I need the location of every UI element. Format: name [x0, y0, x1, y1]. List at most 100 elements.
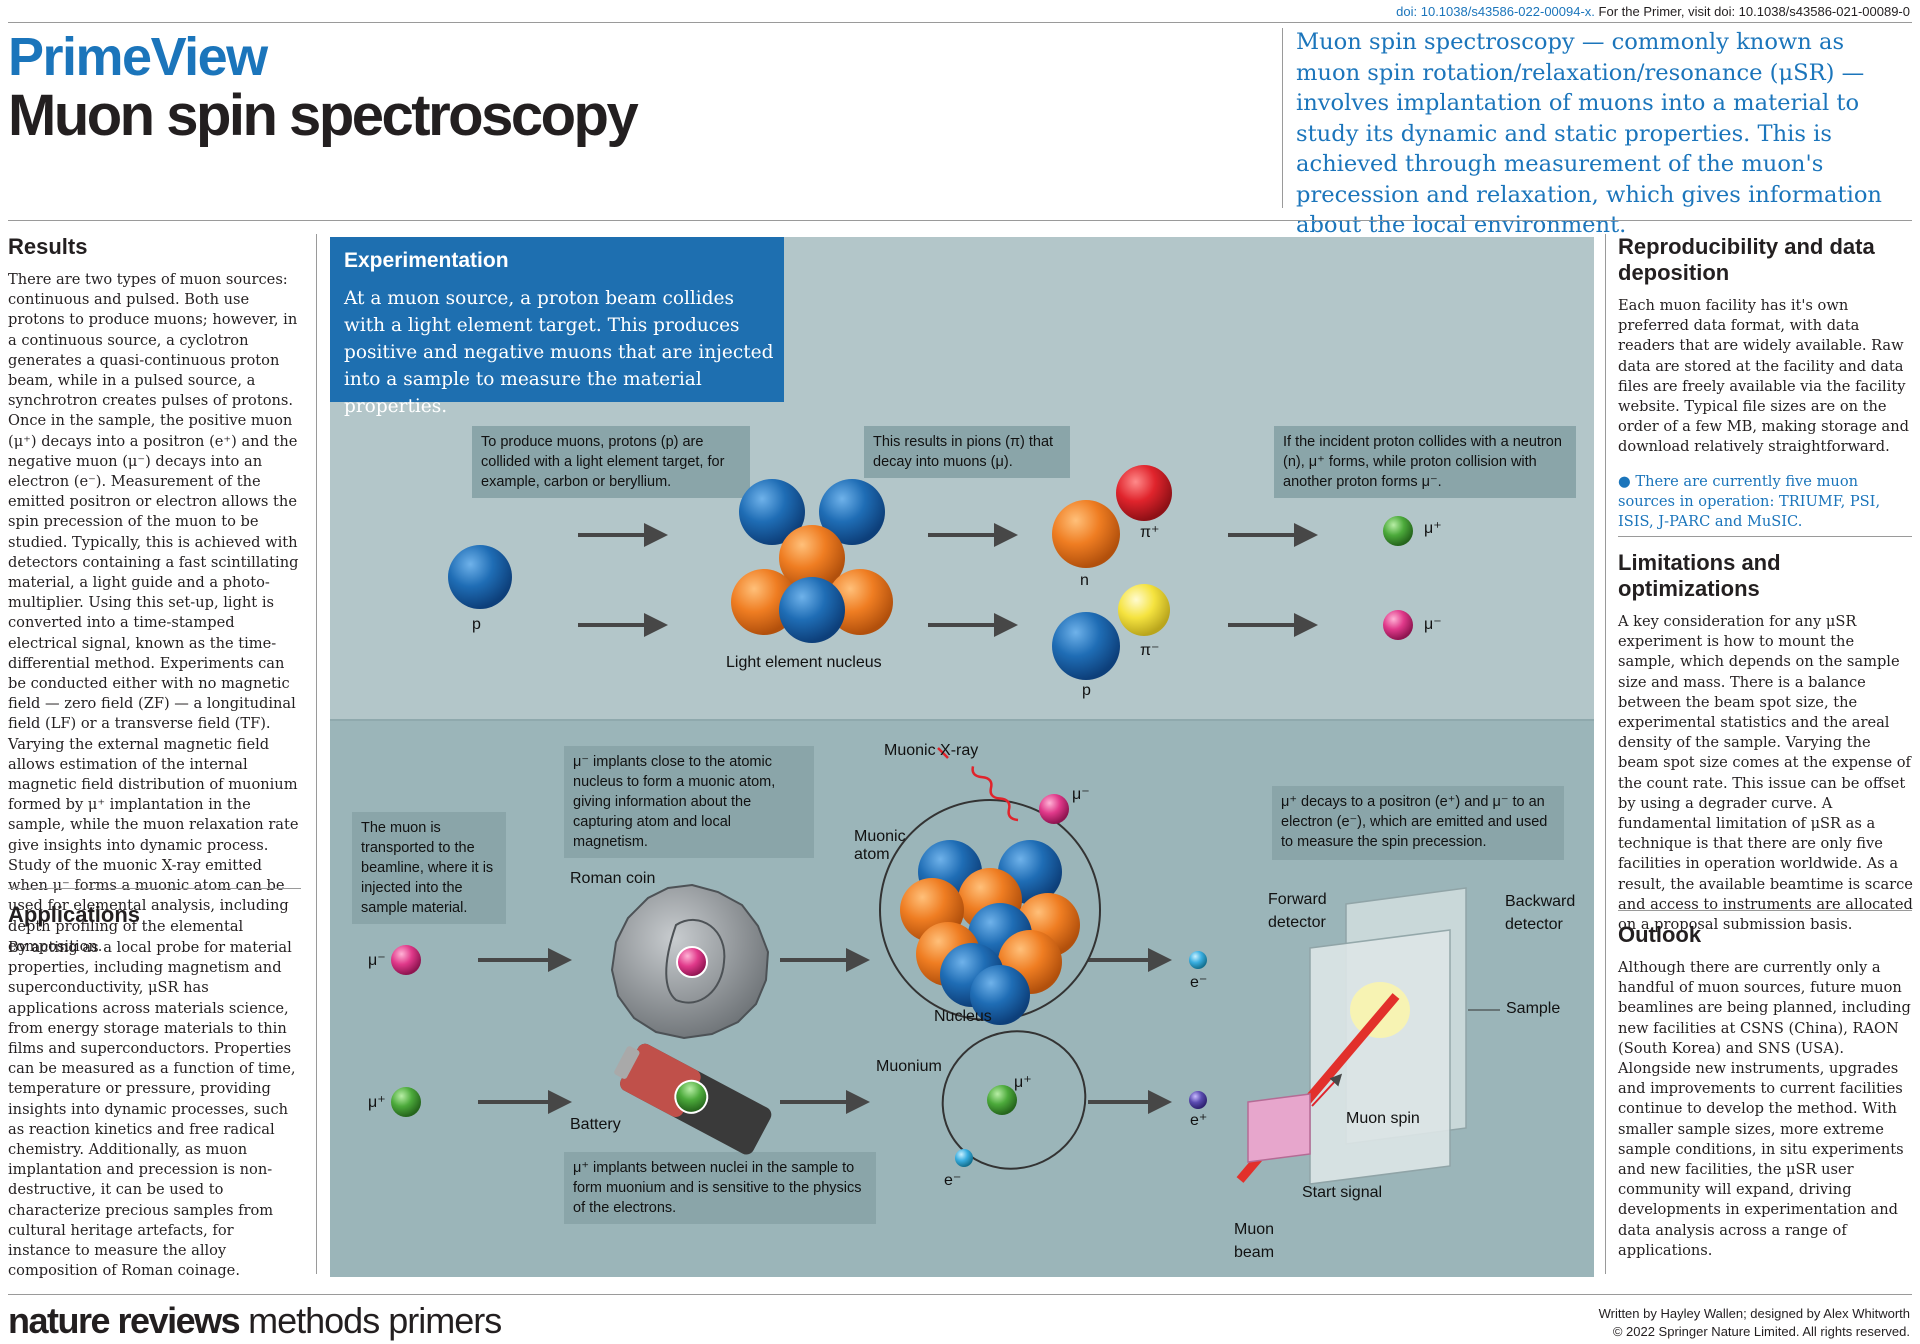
label-n: n: [1080, 572, 1089, 589]
outlook-heading: Outlook: [1618, 922, 1702, 947]
label-forward-detector: Forward detector: [1268, 891, 1327, 931]
label-e-minus-out: e⁻: [1190, 974, 1208, 991]
right-rule-2: [1618, 910, 1912, 911]
limitations-heading: Limitations and optimizations: [1618, 550, 1781, 601]
nucleus-proton: [970, 965, 1030, 1025]
results-heading: Results: [8, 234, 88, 259]
label-sample: Sample: [1506, 1000, 1561, 1017]
experimentation-text: At a muon source, a proton beam collides…: [344, 288, 774, 417]
left-column: Results There are two types of muon sour…: [8, 234, 300, 957]
label-mu-plus: μ⁺: [1424, 520, 1442, 537]
nucleus-proton: [739, 479, 805, 545]
neutron-sphere: [1052, 500, 1120, 568]
credit-copyright: © 2022 Springer Nature Limited. All righ…: [1612, 1324, 1910, 1339]
results-text: There are two types of muon sources: con…: [8, 271, 299, 955]
label-e-plus-out: e⁺: [1190, 1112, 1208, 1129]
arrows-lower: [478, 948, 1172, 1114]
label-roman-coin: Roman coin: [570, 870, 656, 887]
label-e-minus-muonium: e⁻: [944, 1172, 962, 1189]
left-rule: [8, 888, 301, 889]
reproducibility-text: Each muon facility has it's own preferre…: [1618, 297, 1909, 456]
label-nucleus: Nucleus: [934, 1008, 992, 1025]
label-muon-spin: Muon spin: [1346, 1110, 1420, 1127]
caption-produce-muons: To produce muons, protons (p) are collid…: [472, 426, 750, 498]
applications-text: By acting as a local probe for material …: [8, 939, 296, 1280]
roman-coin: [610, 883, 770, 1040]
nucleus-proton: [819, 479, 885, 545]
label-backward-detector: Backward detector: [1505, 893, 1576, 933]
mu-minus-orbiting: [1039, 794, 1069, 824]
label-muonic-xray: Muonic X-ray: [884, 742, 979, 759]
label-mu-plus-muonium: μ⁺: [1014, 1074, 1032, 1091]
footer-rule: [8, 1294, 1912, 1295]
caption-incident-proton: If the incident proton collides with a n…: [1274, 426, 1576, 498]
doi-link[interactable]: doi: 10.1038/s43586-022-00094-x.: [1396, 4, 1595, 19]
label-mu-minus-orbit: μ⁻: [1072, 786, 1090, 803]
electron-emitted: [1189, 951, 1207, 969]
facility-note: ● There are currently five muon sources …: [1618, 472, 1881, 531]
muon-spin-arrow: [1311, 1073, 1343, 1107]
label-mu-minus: μ⁻: [1424, 616, 1442, 633]
right-panel-divider: [1605, 234, 1606, 1274]
xray-wave-icon: [971, 766, 1019, 822]
caption-pions: This results in pions (π) that decay int…: [864, 426, 1070, 478]
label-muon-beam: Muon beam: [1234, 1221, 1275, 1261]
light-element-nucleus: [731, 479, 893, 643]
battery-illustration: [614, 1043, 772, 1155]
mu-minus-incoming: [391, 945, 421, 975]
forward-detector-plate: [1309, 929, 1451, 1185]
experimentation-heading: Experimentation: [344, 249, 509, 272]
applications-column: Applications By acting as a local probe …: [8, 902, 300, 1281]
proton-sphere: [448, 545, 512, 609]
nucleus-neutron: [779, 525, 845, 591]
credits: Written by Hayley Wallen; designed by Al…: [1599, 1305, 1910, 1341]
right-column: Reproducibility and data deposition Each…: [1618, 234, 1914, 532]
muonium: [941, 1030, 1087, 1170]
experimentation-box: Experimentation At a muon source, a prot…: [330, 237, 784, 417]
mu-minus-sphere: [1383, 610, 1413, 640]
mu-plus-muonium: [987, 1085, 1017, 1115]
label-muonic-atom: Muonic atom: [854, 828, 906, 863]
label-battery: Battery: [570, 1116, 621, 1133]
label-p2: p: [1082, 682, 1091, 699]
intro-divider: [1282, 28, 1283, 208]
journal-logo: nature reviews methods primers: [8, 1300, 502, 1342]
detector-setup: [1236, 887, 1500, 1185]
mu-plus-sphere: [1383, 516, 1413, 546]
outlook-column: Outlook Although there are currently onl…: [1618, 922, 1914, 1261]
intro-text: Muon spin spectroscopy — commonly known …: [1296, 29, 1882, 238]
label-pi-minus: π⁻: [1140, 642, 1160, 659]
positron-emitted: [1189, 1091, 1207, 1109]
muonic-atom: [879, 747, 1101, 1025]
muonium-orbit: [941, 1030, 1087, 1170]
label-light-nucleus: Light element nucleus: [726, 654, 882, 671]
caption-muon-transport: The muon is transported to the beamline,…: [352, 812, 506, 924]
start-signal-detector: [1247, 1093, 1311, 1163]
nucleus-proton: [779, 577, 845, 643]
limitations-column: Limitations and optimizations A key cons…: [1618, 550, 1914, 935]
label-start-signal: Start signal: [1302, 1184, 1383, 1201]
arrows-top: [578, 523, 1318, 637]
mu-plus-in-battery: [674, 1079, 709, 1114]
outlook-text: Although there are currently only a hand…: [1618, 959, 1911, 1259]
left-panel-divider: [316, 234, 317, 1274]
caption-muonium: μ⁺ implants between nuclei in the sample…: [564, 1152, 876, 1224]
header-rule: [8, 220, 1912, 221]
doi-primer-text: For the Primer, visit doi: 10.1038/s4358…: [1594, 4, 1910, 19]
label-mu-minus-in: μ⁻: [368, 952, 386, 969]
proton-sphere-2: [1052, 612, 1120, 680]
label-muonium: Muonium: [876, 1058, 942, 1075]
mu-plus-incoming: [391, 1087, 421, 1117]
label-pi-plus: π⁺: [1140, 524, 1160, 541]
caption-muonic-atom: μ⁻ implants close to the atomic nucleus …: [564, 746, 814, 858]
reproducibility-heading: Reproducibility and data deposition: [1618, 234, 1875, 285]
page-title: Muon spin spectroscopy: [8, 83, 639, 148]
caption-decay: μ⁺ decays to a positron (e⁺) and μ⁻ to a…: [1272, 786, 1564, 860]
doi-line: doi: 10.1038/s43586-022-00094-x. For the…: [1396, 4, 1910, 19]
xray-arrow-icon: [937, 747, 949, 759]
credit-authors: Written by Hayley Wallen; designed by Al…: [1598, 1306, 1910, 1321]
limitations-text: A key consideration for any μSR experime…: [1618, 613, 1913, 934]
pi-minus-sphere: [1118, 584, 1170, 636]
right-rule-1: [1618, 536, 1912, 537]
